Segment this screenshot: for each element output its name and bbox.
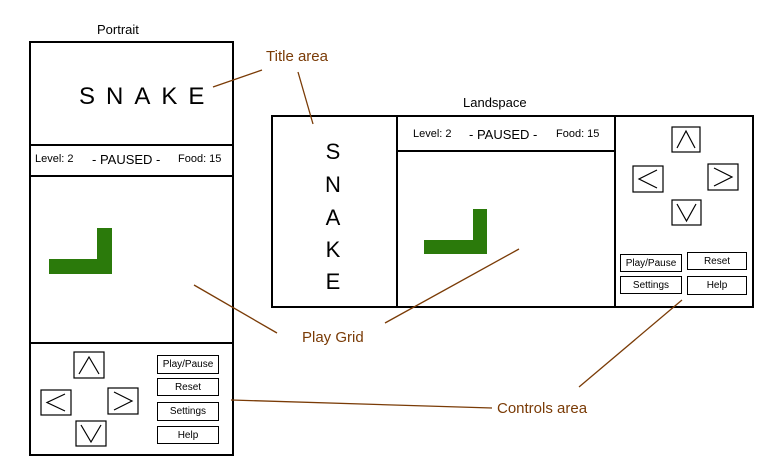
landscape-title-divider [396, 115, 398, 308]
portrait-food: Food: 15 [178, 153, 222, 165]
portrait-paused-status: - PAUSED - [92, 152, 161, 167]
portrait-grid-divider [29, 342, 234, 344]
portrait-play-pause-button[interactable]: Play/Pause [157, 355, 219, 374]
portrait-up-arrow-icon[interactable] [73, 351, 105, 379]
portrait-mockup [29, 41, 234, 456]
landscape-up-arrow-icon[interactable] [671, 126, 701, 153]
landscape-title-letter: S [325, 139, 341, 164]
portrait-left-arrow-icon[interactable] [40, 389, 72, 416]
portrait-snake-head [97, 228, 112, 274]
landscape-title-letter: K [325, 237, 341, 262]
portrait-help-button[interactable]: Help [157, 426, 219, 444]
controls-area-annotation: Controls area [497, 400, 588, 417]
landscape-food: Food: 15 [556, 128, 600, 140]
landscape-title-letter: E [325, 269, 341, 294]
portrait-caption: Portrait [97, 22, 139, 37]
portrait-right-arrow-icon[interactable] [107, 387, 139, 415]
landscape-reset-button[interactable]: Reset [687, 252, 747, 270]
portrait-title-divider [29, 144, 234, 146]
portrait-reset-button[interactable]: Reset [157, 378, 219, 396]
portrait-settings-button[interactable]: Settings [157, 402, 219, 421]
landscape-paused-status: - PAUSED - [469, 127, 538, 142]
portrait-title: SNAKE [79, 83, 216, 110]
controls-leader-portrait [230, 399, 493, 409]
portrait-status-divider [29, 175, 234, 177]
landscape-status-divider [396, 150, 616, 152]
landscape-play-pause-button[interactable]: Play/Pause [620, 254, 682, 272]
landscape-level: Level: 2 [413, 128, 452, 140]
title-area-annotation: Title area [266, 48, 328, 65]
landscape-caption: Landspace [463, 95, 527, 110]
landscape-title-letter: N [325, 172, 341, 197]
landscape-left-arrow-icon[interactable] [632, 165, 664, 193]
landscape-settings-button[interactable]: Settings [620, 276, 682, 294]
landscape-right-arrow-icon[interactable] [707, 163, 739, 191]
landscape-down-arrow-icon[interactable] [671, 199, 702, 226]
play-grid-annotation: Play Grid [302, 329, 364, 346]
landscape-help-button[interactable]: Help [687, 276, 747, 295]
landscape-snake-head [473, 209, 487, 254]
portrait-down-arrow-icon[interactable] [75, 420, 107, 447]
landscape-grid-divider [614, 115, 616, 308]
portrait-snake-body [49, 259, 112, 274]
portrait-level: Level: 2 [35, 153, 74, 165]
landscape-title-letter: A [325, 205, 341, 230]
controls-leader-landscape [578, 299, 683, 388]
